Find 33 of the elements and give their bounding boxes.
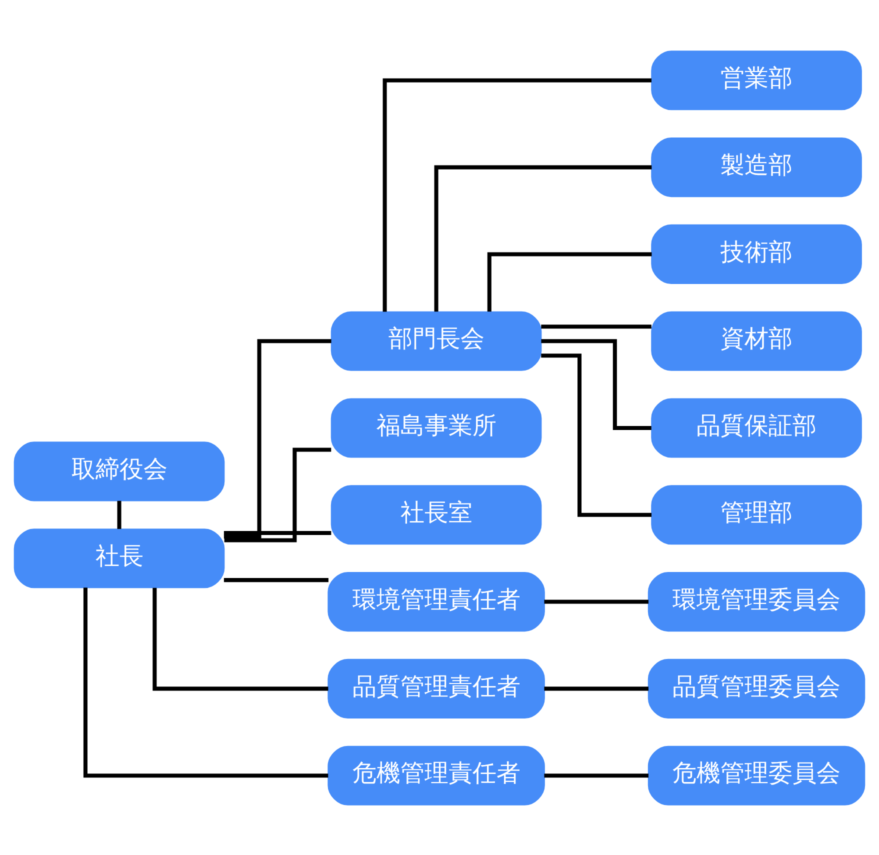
connector [224,530,332,535]
connector [382,78,652,312]
connector [83,587,328,778]
node-box: 危機管理責任者 [328,745,545,805]
connector [544,599,648,604]
node-box: 製造部 [651,137,862,197]
node-box: 技術部 [651,224,862,284]
connector [487,252,652,312]
node-box: 危機管理委員会 [648,745,866,805]
node-box: 社長 [14,528,225,588]
node-box: 取締役会 [14,441,225,501]
node-box: 社長室 [330,484,542,544]
node-box: 環境管理責任者 [328,572,545,632]
node-box: 部門長会 [330,310,542,370]
connector [224,447,332,542]
connector [541,338,652,430]
connector [541,353,652,516]
connector [224,578,328,582]
connector [541,324,652,328]
node-box: 福島事業所 [330,398,542,458]
node-box: 営業部 [651,50,862,110]
connector [544,773,648,778]
node-box: 環境管理委員会 [648,572,866,632]
connector [152,587,328,690]
node-box: 品質管理責任者 [328,658,545,718]
connector [117,500,122,528]
connector [544,686,648,690]
connector [434,164,652,312]
node-box: 資材部 [651,310,862,370]
node-box: 品質保証部 [651,398,862,458]
connector [224,338,332,538]
node-box: 管理部 [651,484,862,544]
node-box: 品質管理委員会 [648,658,866,718]
